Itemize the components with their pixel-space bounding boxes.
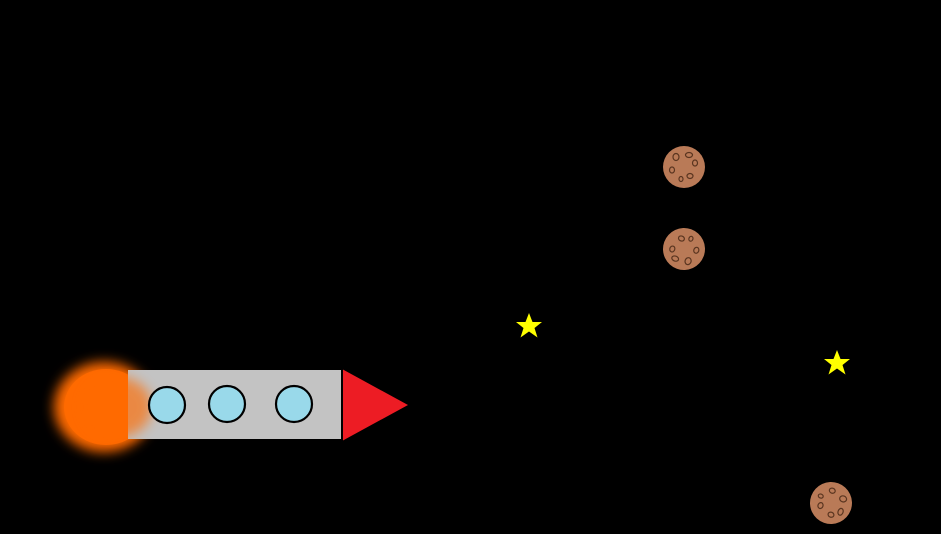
rocket-window — [147, 385, 187, 425]
rocket-nose — [342, 369, 408, 441]
asteroid-icon — [662, 145, 706, 189]
rocket-window — [274, 384, 314, 424]
asteroid-icon — [803, 475, 859, 531]
star-icon — [516, 313, 542, 338]
rocket-icon[interactable] — [54, 362, 408, 452]
asteroid-icon — [656, 221, 712, 277]
star-icon — [824, 350, 850, 375]
rocket-window — [207, 384, 247, 424]
